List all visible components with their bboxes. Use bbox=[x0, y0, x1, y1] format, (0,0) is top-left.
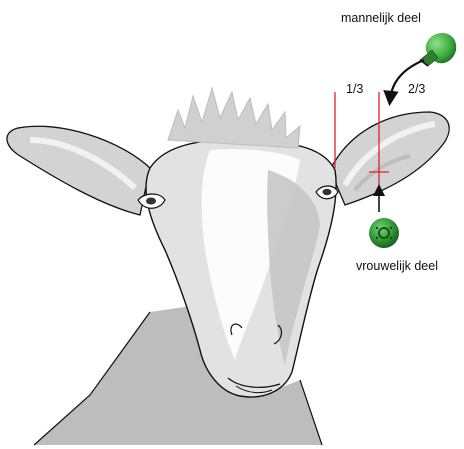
goat-right-ear bbox=[329, 111, 450, 206]
goat-left-eye bbox=[137, 193, 166, 209]
ear-tag-female-part-icon bbox=[369, 218, 399, 248]
measure-lines bbox=[334, 92, 389, 186]
goat-neck bbox=[33, 304, 323, 446]
goat-muzzle bbox=[227, 323, 283, 394]
curved-arrow-icon bbox=[383, 58, 425, 107]
female-part-label: vrouwelijk deel bbox=[356, 259, 438, 273]
goat-left-ear bbox=[6, 125, 151, 216]
one-third-label: 1/3 bbox=[346, 82, 363, 96]
goat-hair-tuft bbox=[167, 86, 301, 149]
two-thirds-label: 2/3 bbox=[408, 82, 425, 96]
up-arrow-icon bbox=[373, 184, 385, 212]
ear-tag-male-part-icon bbox=[419, 32, 457, 67]
male-part-label: mannelijk deel bbox=[341, 11, 421, 25]
goat-head bbox=[145, 138, 337, 398]
goat-right-eye bbox=[315, 185, 339, 200]
